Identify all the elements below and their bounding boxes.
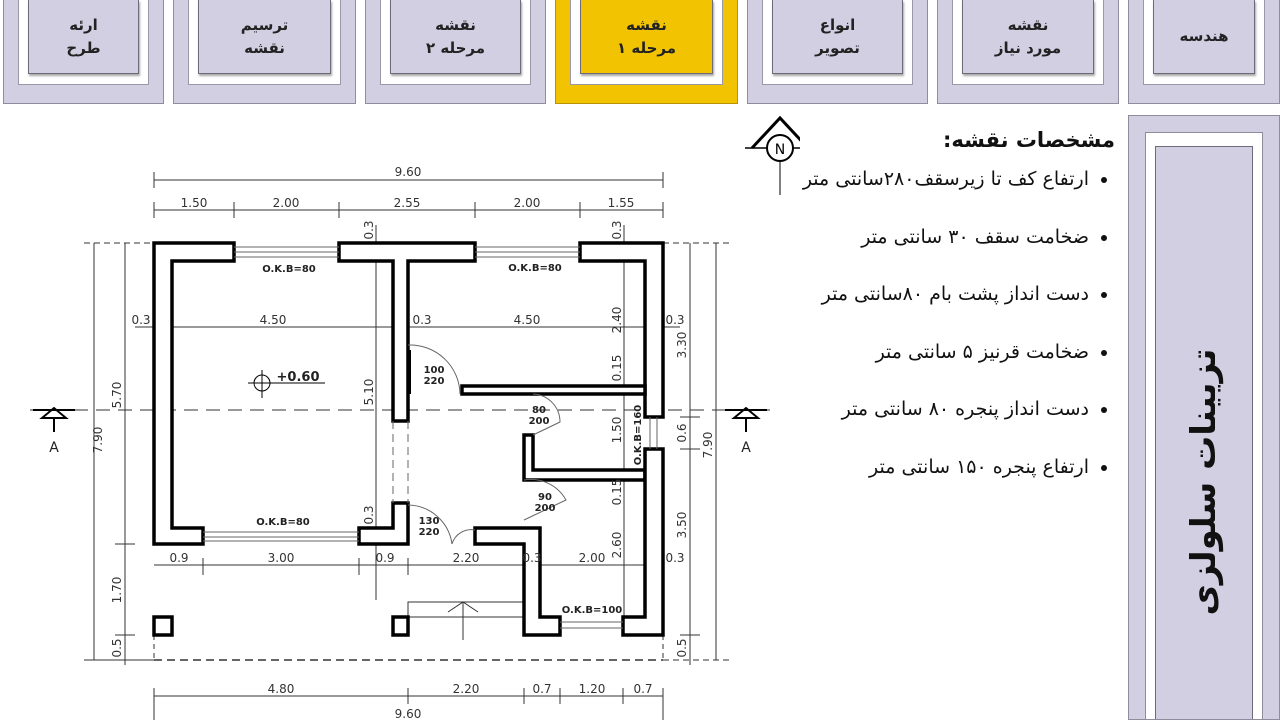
spec-item: دست انداز پشت بام ۸۰سانتی متر xyxy=(695,279,1089,337)
dim-label: 5.70 xyxy=(110,382,124,409)
dim-label: 3.30 xyxy=(675,332,689,359)
dim-label: 0.3 xyxy=(362,220,376,239)
dim-label: 2.00 xyxy=(273,196,300,210)
section-marker-right-icon xyxy=(725,406,767,432)
dim-label: 4.50 xyxy=(260,313,287,327)
tab-label-2: تصویر xyxy=(815,38,860,57)
tab-label: نقشه xyxy=(1007,15,1049,34)
spec-item: ارتفاع پنجره ۱۵۰ سانتی متر xyxy=(695,452,1089,510)
north-arrow-icon: N xyxy=(745,115,800,195)
dim-label: 2.55 xyxy=(394,196,421,210)
window-label: O.K.B=160 xyxy=(633,405,644,466)
section-label-left: A xyxy=(49,440,59,456)
dim-label: 0.6 xyxy=(675,423,689,442)
dim-label: 0.9 xyxy=(169,551,188,565)
dim-label: 0.3 xyxy=(412,313,431,327)
window-label: O.K.B=80 xyxy=(508,263,562,274)
side-panel-title: تزیینات سلولزی xyxy=(1184,348,1224,616)
spec-item: ضخامت قرنیز ۵ سانتی متر xyxy=(695,337,1089,395)
tab-present-design[interactable]: ارئه طرح xyxy=(3,0,164,104)
dim-label: 4.80 xyxy=(268,682,295,696)
tab-label: ارئه xyxy=(69,15,98,34)
dim-label: 0.15 xyxy=(610,479,624,506)
tab-view-types[interactable]: انواع تصویر xyxy=(747,0,928,104)
dim-label: 3.00 xyxy=(268,551,295,565)
dim-label: 0.5 xyxy=(675,638,689,657)
dim-label: 1.50 xyxy=(610,417,624,444)
tab-label-2: طرح xyxy=(66,38,101,57)
plan-specs: مشخصات نقشه: ارتفاع کف تا زیرسقف۲۸۰سانتی… xyxy=(695,128,1115,509)
tab-label-2: مرحله ۱ xyxy=(616,38,677,57)
dim-label: 9.60 xyxy=(395,165,422,179)
dim-label: 2.60 xyxy=(610,532,624,559)
windows xyxy=(203,246,658,629)
dim-label: 0.15 xyxy=(610,355,624,382)
dim-label: 0.3 xyxy=(665,551,684,565)
spec-item: ضخامت سقف ۳۰ سانتی متر xyxy=(695,222,1089,280)
dim-label: 1.55 xyxy=(608,196,635,210)
tab-label-2: نقشه xyxy=(244,38,285,57)
tab-label: نقشه xyxy=(435,15,476,34)
floor-plan: N xyxy=(30,115,800,720)
elevation-label: +0.60 xyxy=(277,370,320,385)
door-width: 80 xyxy=(532,405,546,416)
dimension-labels: 9.60 1.50 2.00 2.55 2.00 1.55 0.3 4.50 0… xyxy=(91,165,715,720)
dim-label: 7.90 xyxy=(701,432,715,459)
section-marker-left-icon xyxy=(33,406,75,432)
dim-label: 7.90 xyxy=(91,427,105,454)
dim-label: 0.3 xyxy=(522,551,541,565)
specs-list: ارتفاع کف تا زیرسقف۲۸۰سانتی متر ضخامت سق… xyxy=(695,164,1115,509)
dim-label: 9.60 xyxy=(395,707,422,720)
tab-label-2: مورد نیاز xyxy=(994,38,1062,57)
tab-label-2: مرحله ۲ xyxy=(425,38,486,57)
dim-label: 5.10 xyxy=(362,379,376,406)
dim-label: 2.40 xyxy=(610,307,624,334)
dim-label: 4.50 xyxy=(514,313,541,327)
tab-plan-stage-1[interactable]: نقشه مرحله ۱ xyxy=(555,0,738,104)
door-height: 220 xyxy=(419,527,440,538)
tab-geometry[interactable]: هندسه xyxy=(1128,0,1280,104)
dim-label: 1.70 xyxy=(110,577,124,604)
door-width: 130 xyxy=(419,516,440,527)
window-label: O.K.B=100 xyxy=(562,605,623,616)
specs-title: مشخصات نقشه: xyxy=(943,128,1115,152)
tab-label: ترسیم xyxy=(240,15,289,34)
dim-label: 1.20 xyxy=(579,682,606,696)
dim-label: 0.3 xyxy=(665,313,684,327)
tab-label: هندسه xyxy=(1179,27,1229,45)
side-panel: تزیینات سلولزی xyxy=(1128,115,1280,720)
tab-plan-stage-2[interactable]: نقشه مرحله ۲ xyxy=(365,0,546,104)
north-label: N xyxy=(775,142,785,158)
door-height: 220 xyxy=(424,376,445,387)
dim-label: 0.7 xyxy=(532,682,551,696)
tab-required-maps[interactable]: نقشه مورد نیاز xyxy=(937,0,1119,104)
door-width: 90 xyxy=(538,492,552,503)
window-label: O.K.B=80 xyxy=(256,517,310,528)
window-label: O.K.B=80 xyxy=(262,264,316,275)
dim-label: 0.3 xyxy=(131,313,150,327)
tab-draw-plan[interactable]: ترسیم نقشه xyxy=(173,0,356,104)
dim-label: 0.3 xyxy=(362,505,376,524)
spec-item: ارتفاع کف تا زیرسقف۲۸۰سانتی متر xyxy=(695,164,1089,222)
dim-label: 2.00 xyxy=(514,196,541,210)
dim-label: 2.20 xyxy=(453,551,480,565)
tab-label: انواع xyxy=(819,15,856,34)
annotation-labels: O.K.B=80 O.K.B=80 O.K.B=80 O.K.B=100 O.K… xyxy=(49,263,751,616)
dim-label: 0.9 xyxy=(375,551,394,565)
dim-label: 2.00 xyxy=(579,551,606,565)
dim-label: 0.7 xyxy=(633,682,652,696)
section-label-right: A xyxy=(741,440,751,456)
dim-label: 2.20 xyxy=(453,682,480,696)
door-height: 200 xyxy=(535,503,556,514)
spec-item: دست انداز پنجره ۸۰ سانتی متر xyxy=(695,394,1089,452)
elevation-marker-icon xyxy=(248,370,325,398)
tab-label: نقشه xyxy=(626,15,667,34)
dim-label: 0.3 xyxy=(610,220,624,239)
dim-label: 0.5 xyxy=(110,638,124,657)
dim-label: 3.50 xyxy=(675,512,689,539)
door-height: 200 xyxy=(529,416,550,427)
door-width: 100 xyxy=(424,365,445,376)
dim-label: 1.50 xyxy=(181,196,208,210)
